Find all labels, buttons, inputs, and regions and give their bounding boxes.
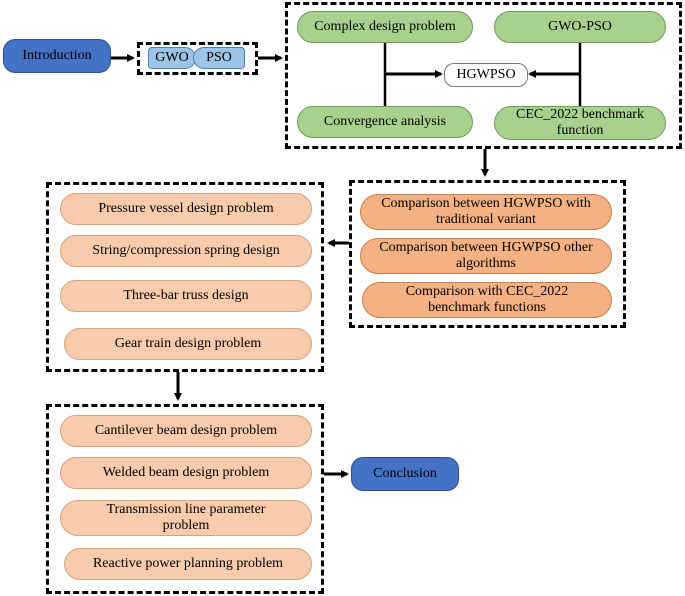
problem-item: Three-bar truss design [60,280,312,312]
problem-item: Reactive power planning problem [64,548,312,580]
comparison-label: Comparison with CEC_2022 benchmark funct… [405,283,569,315]
hgwpso-node: HGWPSO [444,63,528,87]
cec-benchmark-label: CEC_2022 benchmark function [516,106,644,138]
problem-label: Welded beam design problem [102,464,270,480]
gwo-pso-group [137,42,258,75]
problem-label: Cantilever beam design problem [94,422,278,438]
gwo-node: GWO [148,47,196,69]
gwo-label: GWO [155,49,189,65]
comparison-item: Comparison between HGWPSO with tradition… [360,194,612,230]
problem-item: Transmission line parameter problem [60,500,312,536]
comparison-item: Comparison between HGWPSO other algorith… [360,238,612,274]
pso-label: PSO [206,49,232,65]
problem-label: String/compression spring design [92,242,280,258]
top-group [285,2,682,149]
conclusion-label: Conclusion [373,465,437,481]
conclusion-node: Conclusion [351,457,459,491]
comparison-label: Comparison between HGWPSO other algorith… [379,239,593,271]
hgwpso-label: HGWPSO [456,66,516,82]
convergence-node: Convergence analysis [297,106,473,138]
pso-node: PSO [193,47,245,69]
introduction-node: Introduction [3,39,111,73]
complex-design-node: Complex design problem [297,11,473,43]
problem-label: Three-bar truss design [123,287,249,303]
problem-label: Transmission line parameter problem [106,501,266,533]
problem-item: Pressure vessel design problem [60,193,312,225]
problems-group-a [46,182,324,372]
problems-group-b [46,404,324,594]
problem-item: Welded beam design problem [60,457,312,489]
problem-item: Gear train design problem [64,328,312,360]
convergence-label: Convergence analysis [323,113,447,129]
problem-label: Pressure vessel design problem [98,200,274,216]
problem-label: Gear train design problem [114,335,262,351]
introduction-label: Introduction [22,47,92,63]
gwo-pso-label: GWO-PSO [548,18,612,34]
comparison-group [349,180,626,328]
complex-design-label: Complex design problem [314,18,456,34]
comparison-label: Comparison between HGWPSO with tradition… [381,195,591,227]
problem-item: String/compression spring design [60,235,312,267]
comparison-item: Comparison with CEC_2022 benchmark funct… [362,282,612,318]
gwo-pso-node: GWO-PSO [494,11,666,43]
problem-item: Cantilever beam design problem [60,415,312,447]
problem-label: Reactive power planning problem [92,555,284,571]
cec-benchmark-node: CEC_2022 benchmark function [494,106,666,140]
